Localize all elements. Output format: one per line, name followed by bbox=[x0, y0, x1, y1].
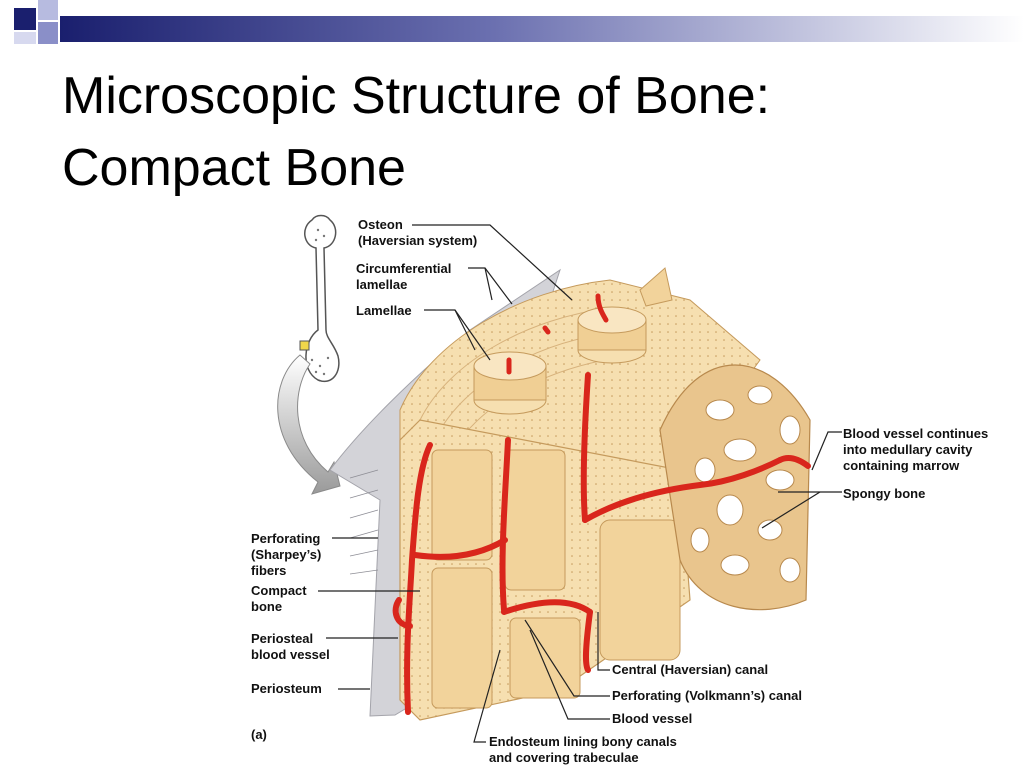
label-circumferential-lamellae: Circumferential lamellae bbox=[356, 261, 452, 292]
label-periosteal-blood-vessel: Periosteal blood vessel bbox=[251, 631, 330, 662]
title-line-2: Compact Bone bbox=[62, 139, 406, 197]
label-osteon: Osteon (Haversian system) bbox=[358, 217, 478, 248]
label-periosteum: Periosteum bbox=[251, 681, 322, 696]
zoom-arrow bbox=[277, 354, 341, 495]
slide-title: Microscopic Structure of Bone: Compact B… bbox=[62, 60, 770, 204]
spongy-bone bbox=[659, 364, 811, 611]
title-line-1: Microscopic Structure of Bone: bbox=[62, 67, 771, 125]
header-decoration bbox=[14, 0, 1024, 44]
label-endosteum: Endosteum lining bony canals and coverin… bbox=[489, 734, 677, 765]
label-central-canal: Central (Haversian) canal bbox=[612, 662, 769, 677]
label-spongy-bone: Spongy bone bbox=[843, 486, 926, 501]
label-blood-vessel: Blood vessel bbox=[612, 711, 693, 726]
label-panel-a: (a) bbox=[251, 727, 267, 742]
leader-lines bbox=[318, 224, 842, 743]
label-perforating-fibers: Perforating (Sharpey’s) fibers bbox=[251, 531, 322, 578]
label-compact-bone: Compact bone bbox=[251, 583, 307, 614]
label-volkmann-canal: Perforating (Volkmann’s) canal bbox=[612, 688, 802, 703]
long-bone-icon bbox=[299, 214, 340, 383]
blood-vessels bbox=[392, 293, 811, 715]
label-lamellae: Lamellae bbox=[356, 303, 412, 318]
label-blood-vessel-continues: Blood vessel continues into medullary ca… bbox=[843, 426, 989, 473]
